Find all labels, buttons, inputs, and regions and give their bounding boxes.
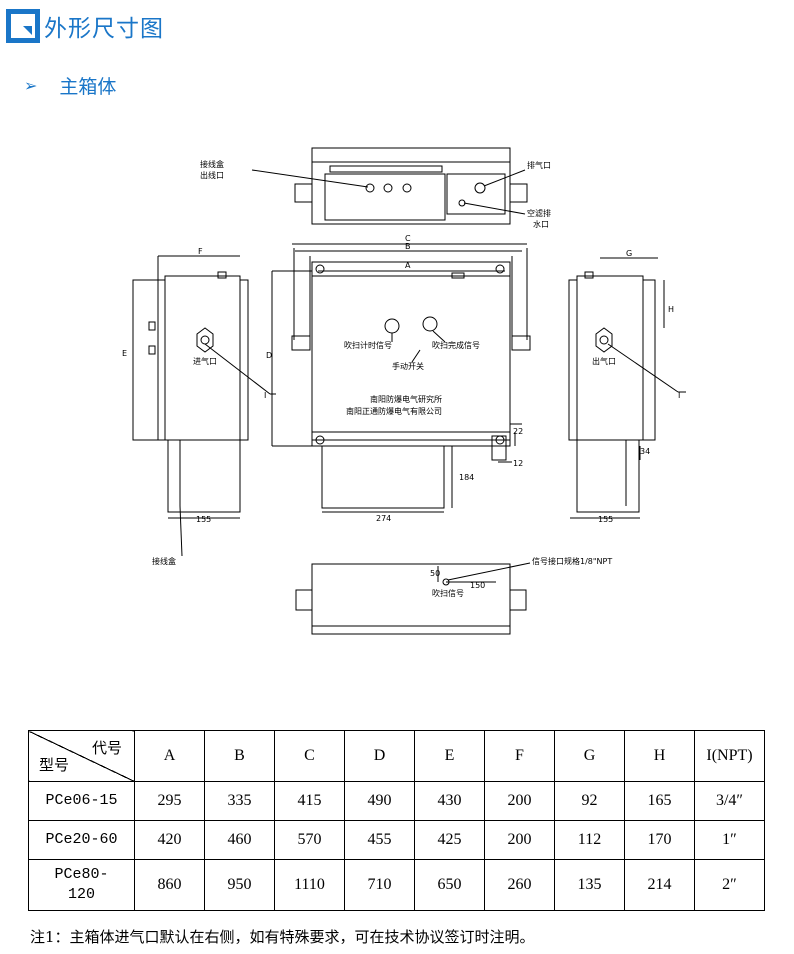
dim-c-label: C (405, 234, 411, 243)
dim-22-label: 22 (513, 427, 523, 436)
table-row: PCe06-15 295 335 415 490 430 200 92 165 … (28, 781, 765, 821)
col-header: C (274, 730, 345, 782)
table-cell: 135 (554, 859, 625, 911)
dim-274-label: 274 (376, 514, 391, 523)
dim-50-label: 50 (430, 569, 440, 578)
dimension-drawing: 接线盒 出线口 排气口 空滤排 水口 (122, 147, 686, 635)
dim-a-label: A (405, 261, 411, 270)
junction-box-label: 接线盒 (152, 556, 176, 566)
dim-12-label: 12 (513, 459, 523, 468)
table-cell: 420 (134, 820, 205, 860)
dimension-table: 代号 型号 A B C D E F G H I(NPT) PCe06-15 29… (28, 730, 765, 911)
table-cell: 570 (274, 820, 345, 860)
signal-port-label: 信号接口规格1/8"NPT (532, 556, 612, 566)
dim-e-label: E (122, 349, 127, 358)
maker-label-2: 南阳正通防爆电气有限公司 (346, 406, 442, 416)
page-title: 外形尺寸图 (44, 16, 164, 42)
table-cell: 950 (204, 859, 275, 911)
dim-184-label: 184 (459, 473, 474, 482)
model-cell: PCe20-60 (28, 820, 135, 860)
right-side-view (568, 257, 686, 519)
model-line: 120 (67, 886, 95, 903)
front-view (271, 243, 531, 513)
dim-f-label: F (198, 247, 203, 256)
maker-label-1: 南阳防爆电气研究所 (370, 394, 442, 404)
corner-code-label: 代号 (91, 739, 122, 757)
table-corner-cell: 代号 型号 (28, 730, 135, 782)
junction-outlet-label-2: 出线口 (200, 170, 224, 180)
table-cell: 92 (554, 781, 625, 821)
table-cell: 112 (554, 820, 625, 860)
bullet-arrow-icon: ➢ (24, 76, 38, 95)
table-cell: 1″ (694, 820, 765, 860)
top-view (251, 147, 528, 225)
purge-done-label: 吹扫完成信号 (432, 340, 480, 350)
dim-b-label: B (405, 242, 411, 251)
table-cell: 490 (344, 781, 415, 821)
table-cell: 260 (484, 859, 555, 911)
table-cell: 425 (414, 820, 485, 860)
table-cell: 200 (484, 781, 555, 821)
table-cell: 295 (134, 781, 205, 821)
col-header: A (134, 730, 205, 782)
table-cell: 2″ (694, 859, 765, 911)
corner-model-label: 型号 (39, 756, 70, 774)
dim-g-label: G (626, 249, 632, 258)
outlet-size-label: I (678, 391, 680, 400)
table-cell: 860 (134, 859, 205, 911)
purge-signal-label: 吹扫信号 (432, 588, 464, 598)
outlet-label: 出气口 (592, 356, 616, 366)
col-header: D (344, 730, 415, 782)
model-line: PCe80- (54, 866, 109, 883)
table-cell: 430 (414, 781, 485, 821)
table-cell: 214 (624, 859, 695, 911)
col-header: I(NPT) (694, 730, 765, 782)
purge-timing-label: 吹扫计时信号 (344, 340, 392, 350)
table-cell: 335 (204, 781, 275, 821)
left-side-view (132, 255, 276, 557)
model-cell: PCe06-15 (28, 781, 135, 821)
table-row: PCe80- 120 860 950 1110 710 650 260 135 … (28, 859, 765, 911)
dim-h-label: H (668, 305, 674, 314)
table-header-row: 代号 型号 A B C D E F G H I(NPT) (28, 730, 765, 782)
section-heading: ➢ 主箱体 (24, 72, 116, 99)
exhaust-label: 排气口 (527, 160, 551, 170)
manual-switch-label: 手动开关 (392, 361, 424, 371)
dim-34-label: 34 (640, 447, 650, 456)
col-header: B (204, 730, 275, 782)
table-cell: 3/4″ (694, 781, 765, 821)
table-row: PCe20-60 420 460 570 455 425 200 112 170… (28, 820, 765, 860)
filter-drain-label-2: 水口 (533, 219, 549, 229)
table-cell: 710 (344, 859, 415, 911)
table-cell: 455 (344, 820, 415, 860)
table-cell: 165 (624, 781, 695, 821)
dim-155-left-label: 155 (196, 515, 211, 524)
table-cell: 650 (414, 859, 485, 911)
page-header: 外形尺寸图 (6, 8, 164, 44)
table-cell: 1110 (274, 859, 345, 911)
col-header: F (484, 730, 555, 782)
table-cell: 170 (624, 820, 695, 860)
model-cell: PCe80- 120 (28, 859, 135, 911)
brand-logo-icon (6, 9, 40, 43)
junction-outlet-label: 接线盒 (200, 159, 224, 169)
table-cell: 415 (274, 781, 345, 821)
inlet-label: 进气口 (193, 356, 217, 366)
dim-150-label: 150 (470, 581, 485, 590)
dim-d-label: D (266, 351, 272, 360)
col-header: E (414, 730, 485, 782)
section-title: 主箱体 (59, 76, 117, 98)
inlet-size-label: I (264, 391, 266, 400)
col-header: H (624, 730, 695, 782)
footnote: 注1：主箱体进气口默认在右侧，如有特殊要求，可在技术协议签订时注明。 (30, 928, 535, 946)
table-cell: 460 (204, 820, 275, 860)
dim-155-right-label: 155 (598, 515, 613, 524)
bottom-view (295, 562, 531, 635)
table-cell: 200 (484, 820, 555, 860)
col-header: G (554, 730, 625, 782)
filter-drain-label: 空滤排 (527, 208, 551, 218)
